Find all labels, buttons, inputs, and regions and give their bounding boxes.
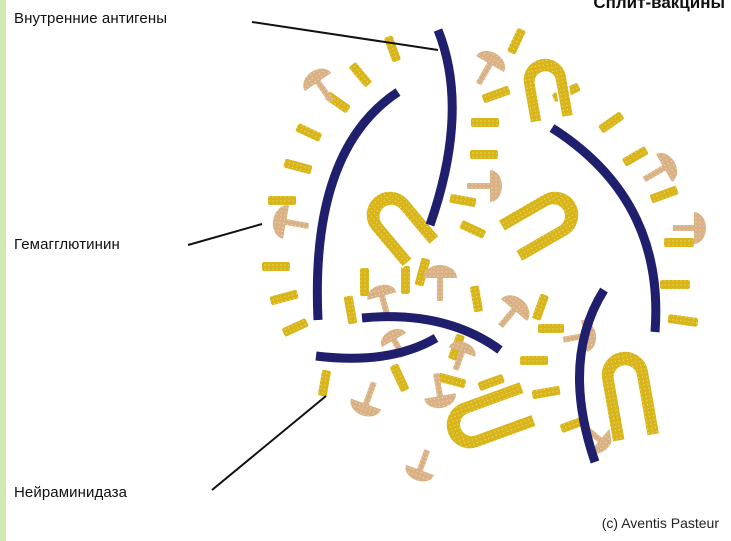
label-neuraminidase: Нейраминидаза xyxy=(14,484,127,501)
label-internal-antigens: Внутренние антигены xyxy=(14,10,167,27)
neuraminidase-spikes xyxy=(262,28,698,434)
hemagglutinin-spikes xyxy=(270,46,706,486)
label-hemagglutinin: Гемагглютинин xyxy=(14,236,120,253)
copyright-notice: (c) Aventis Pasteur xyxy=(602,515,719,531)
internal-antigens xyxy=(356,55,660,456)
